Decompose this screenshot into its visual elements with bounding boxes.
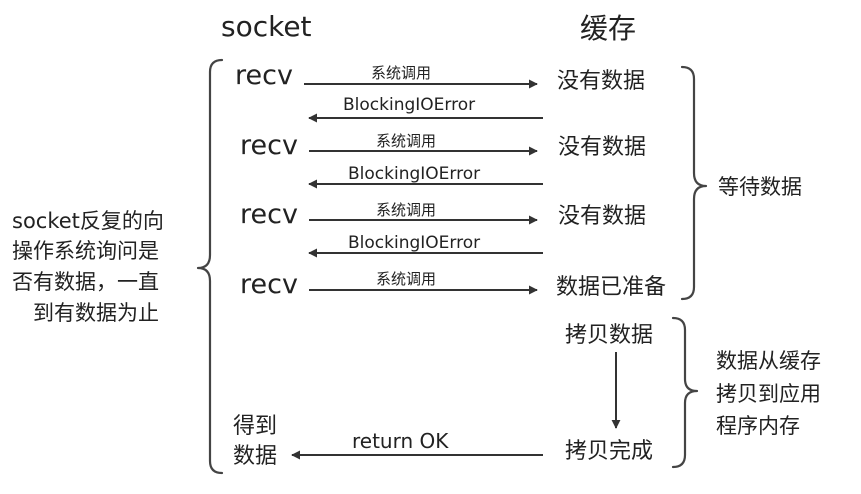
reply-label: BlockingIOError (343, 95, 475, 115)
recv-label: recv (240, 199, 298, 230)
got-data-line-2: 数据 (233, 444, 277, 469)
left-note-line-2: 操作系统询问是 (12, 239, 159, 263)
return-label: return OK (352, 429, 449, 453)
wait-brace (680, 65, 708, 301)
copy-note-line-1: 数据从缓存 (716, 349, 821, 373)
cache-state-ready: 数据已准备 (556, 275, 666, 300)
copy-note-line-2: 拷贝到应用 (716, 382, 821, 406)
got-data-line-1: 得到 (233, 414, 277, 439)
left-note-line-1: socket反复的向 (12, 209, 164, 233)
recv-label: recv (240, 269, 298, 300)
copy-start: 拷贝数据 (565, 323, 653, 348)
cache-state: 没有数据 (557, 69, 645, 94)
recv-label: recv (235, 60, 293, 91)
left-brace (196, 58, 224, 475)
reply-label: BlockingIOError (348, 164, 480, 184)
left-note-line-3: 否有数据，一直 (12, 270, 159, 294)
copy-note-line-3: 程序内存 (716, 414, 800, 438)
reply-label: BlockingIOError (348, 233, 480, 253)
cache-state: 没有数据 (558, 204, 646, 229)
copy-done: 拷贝完成 (565, 439, 653, 464)
cache-header: 缓存 (580, 12, 636, 45)
syscall-label: 系统调用 (371, 64, 431, 82)
left-note-line-4: 到有数据为止 (33, 301, 159, 325)
syscall-label: 系统调用 (376, 270, 436, 288)
copy-brace (671, 316, 699, 469)
socket-header: socket (221, 10, 312, 43)
recv-label: recv (240, 130, 298, 161)
syscall-label: 系统调用 (376, 201, 436, 219)
wait-note: 等待数据 (718, 175, 802, 199)
syscall-label: 系统调用 (376, 132, 436, 150)
cache-state: 没有数据 (558, 135, 646, 160)
